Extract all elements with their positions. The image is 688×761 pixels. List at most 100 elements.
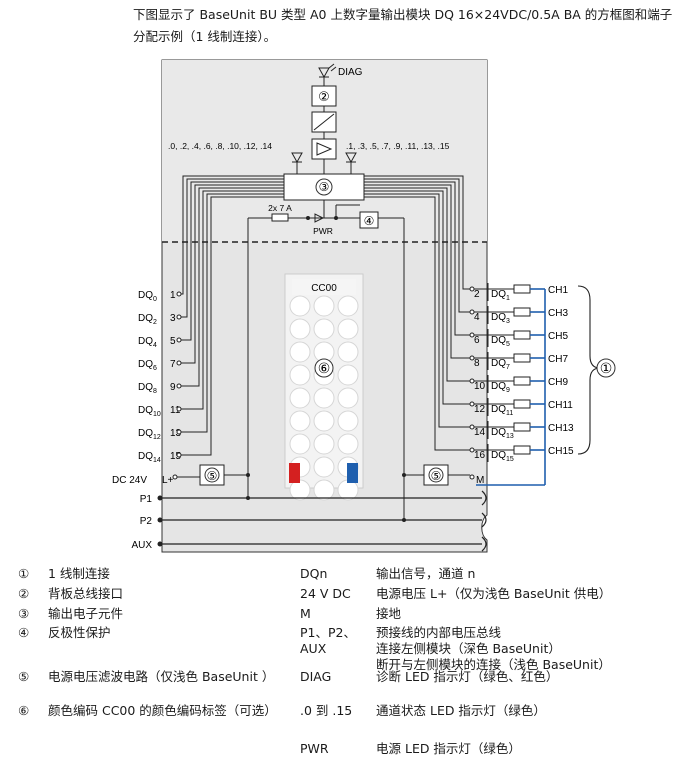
left-terminal-number: 9 [170,382,176,393]
channel-label: CH9 [548,377,568,388]
left-terminal-number: 11 [170,405,181,416]
left-dq-label: DQ12 [138,428,161,441]
left-terminal-point [176,337,182,343]
callout-5-right: ⑤ [431,469,442,483]
right-terminal-number: 12 [474,404,486,415]
right-terminal-number: 10 [474,381,486,392]
bus-junction [246,496,250,500]
amplifier-block [311,138,337,160]
left-dq-label: DQ8 [138,382,157,395]
callout-2: ② [318,89,330,104]
left-terminal-point [176,452,182,458]
bus-label: AUX [131,540,152,551]
load-resistor [513,376,531,386]
right-dq-label: DQ1 [491,289,510,302]
left-dq-label: DQ4 [138,336,157,349]
callout-4: ④ [364,214,375,228]
right-terminal-number: 14 [474,427,486,438]
reverse-polarity-protection [359,211,379,229]
callout-3: ③ [319,180,330,194]
right-dq-label: DQ3 [491,312,510,325]
terminal-disc [289,364,311,386]
legend-term: M [300,606,311,621]
bus-connector-right [481,490,487,506]
terminal-disc [289,295,311,317]
terminal-disc [289,433,311,455]
right-dq-label: DQ5 [491,335,510,348]
terminal-disc [313,456,335,478]
right-terminal-number: 4 [474,312,480,323]
bus-label: P2 [140,516,153,527]
right-terminal-number: 16 [474,450,486,461]
channel-label: CH15 [548,446,574,457]
output-wiring [177,175,470,456]
blue-terminal-cap [347,463,358,483]
left-terminal-number: 1 [170,290,176,301]
intro-paragraph: 下图显示了 BaseUnit BU 类型 A0 上数字量输出模块 DQ 16×2… [133,7,673,44]
legend-number: ④ [18,625,30,640]
right-terminal-number: 6 [474,335,480,346]
legend-desc: 诊断 LED 指示灯（绿色、红色） [376,669,559,684]
legend-desc: 电源 LED 指示灯（绿色） [376,741,521,756]
legend-text: 1 线制连接 [48,566,110,581]
channel-label: CH13 [548,423,574,434]
callout-5-left: ⑤ [207,469,218,483]
left-terminal-number: 15 [170,451,182,462]
red-terminal-cap [289,463,300,483]
bus-connector-right [481,512,487,528]
load-resistor [513,399,531,409]
right-dq-label: DQ13 [491,427,514,440]
terminal-disc [337,318,359,340]
terminal-disc [289,318,311,340]
terminal-disc [337,433,359,455]
terminal-disc [289,387,311,409]
terminal-disc [289,341,311,363]
odd-channel-led-icon [345,152,357,174]
right-dq-label: DQ15 [491,450,514,463]
pwr-label: PWR [313,226,333,236]
terminal-disc [337,295,359,317]
channel-label: CH5 [548,331,568,342]
channel-label: CH7 [548,354,568,365]
fuse [271,213,289,222]
legend-number: ⑤ [18,669,30,684]
legend-text: 背板总线接口 [48,586,124,601]
left-terminal-number: 7 [170,359,176,370]
dc-24v-label: DC 24V [112,475,147,486]
legend-term: 24 V DC [300,586,351,601]
left-terminal-number: 13 [170,428,182,439]
right-dq-label: DQ9 [491,381,510,394]
legend-term: P1、P2、AUX [300,625,356,656]
load-resistor [513,284,531,294]
m-label: M [476,475,484,486]
left-terminal-point [176,314,182,320]
lplus-label: L+ [162,475,174,486]
terminal-disc [289,410,311,432]
legend-text: 输出电子元件 [48,606,124,621]
color-code-label: CC00 [311,283,337,294]
terminal-disc [313,410,335,432]
legend-desc: 预接线的内部电压总线 [376,625,502,640]
terminal-disc [337,387,359,409]
legend-number: ⑥ [18,703,30,718]
left-terminal-point [176,360,182,366]
right-dq-label: DQ11 [491,404,513,417]
even-channel-labels: .0, .2, .4, .6, .8, .10, .12, .14 [168,141,272,151]
left-dq-label: DQ6 [138,359,157,372]
terminal-disc [313,387,335,409]
legend-number: ③ [18,606,30,621]
left-dq-label: DQ0 [138,290,157,303]
legend-desc: 电源电压 L+（仅为浅色 BaseUnit 供电） [376,586,612,601]
legend-desc: 连接左侧模块（深色 BaseUnit） [376,641,561,656]
legend-number: ① [18,566,30,581]
diag-label: DIAG [338,67,363,78]
right-terminal-number: 8 [474,358,480,369]
terminal-disc [337,341,359,363]
left-terminal-point [176,291,182,297]
load-resistor [513,422,531,432]
terminal-disc [337,364,359,386]
terminal-disc [313,295,335,317]
right-terminal-number: 2 [474,289,480,300]
